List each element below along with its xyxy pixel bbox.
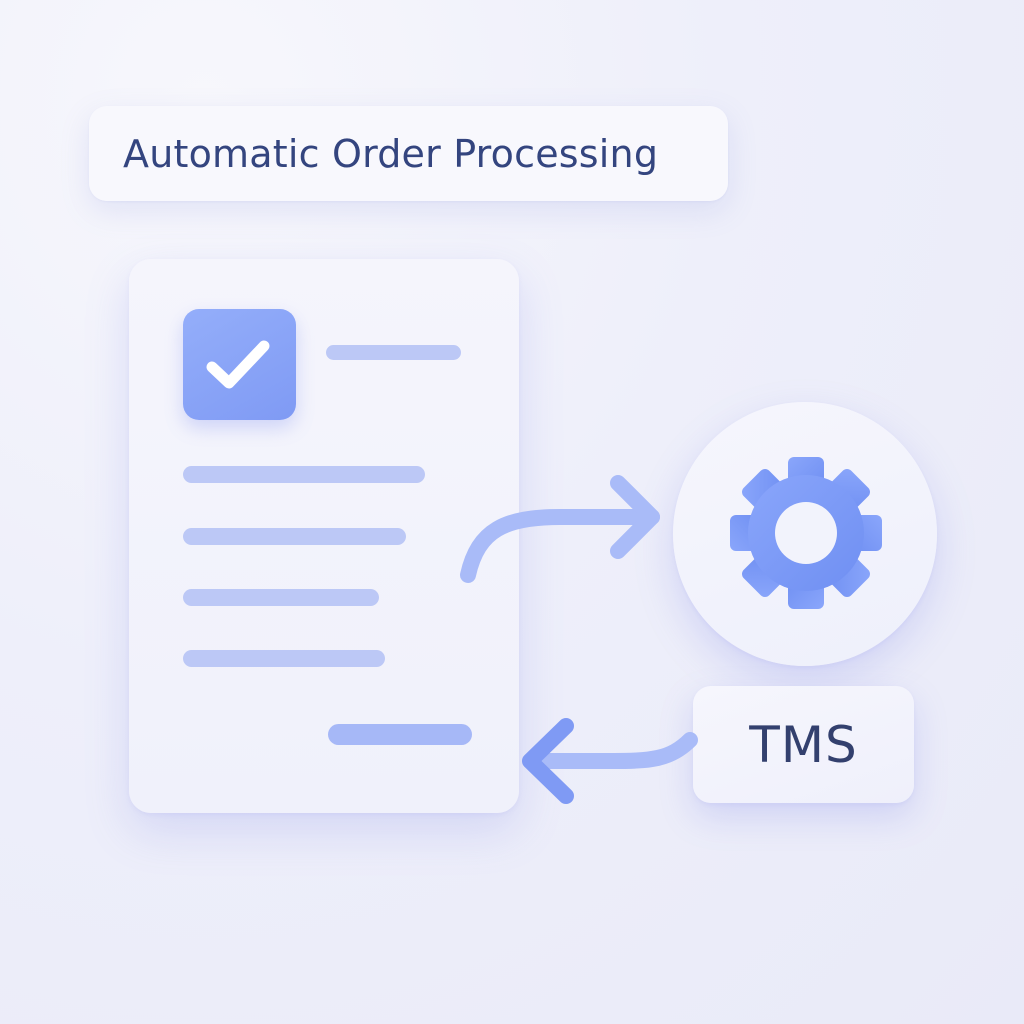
document-line-4 [183,650,385,667]
checkmark-icon [183,309,296,420]
tms-card: TMS [693,686,914,803]
processing-gear-circle [673,402,937,666]
document-footer-line [328,724,472,745]
page-title: Automatic Order Processing [123,131,659,176]
document-line-1 [183,466,425,483]
document-header-line [326,345,461,360]
document-line-2 [183,528,406,545]
arrow-left-icon [522,718,698,804]
tms-label: TMS [749,715,858,774]
title-card: Automatic Order Processing [89,106,728,201]
document-line-3 [183,589,379,606]
gear-icon [730,457,882,609]
